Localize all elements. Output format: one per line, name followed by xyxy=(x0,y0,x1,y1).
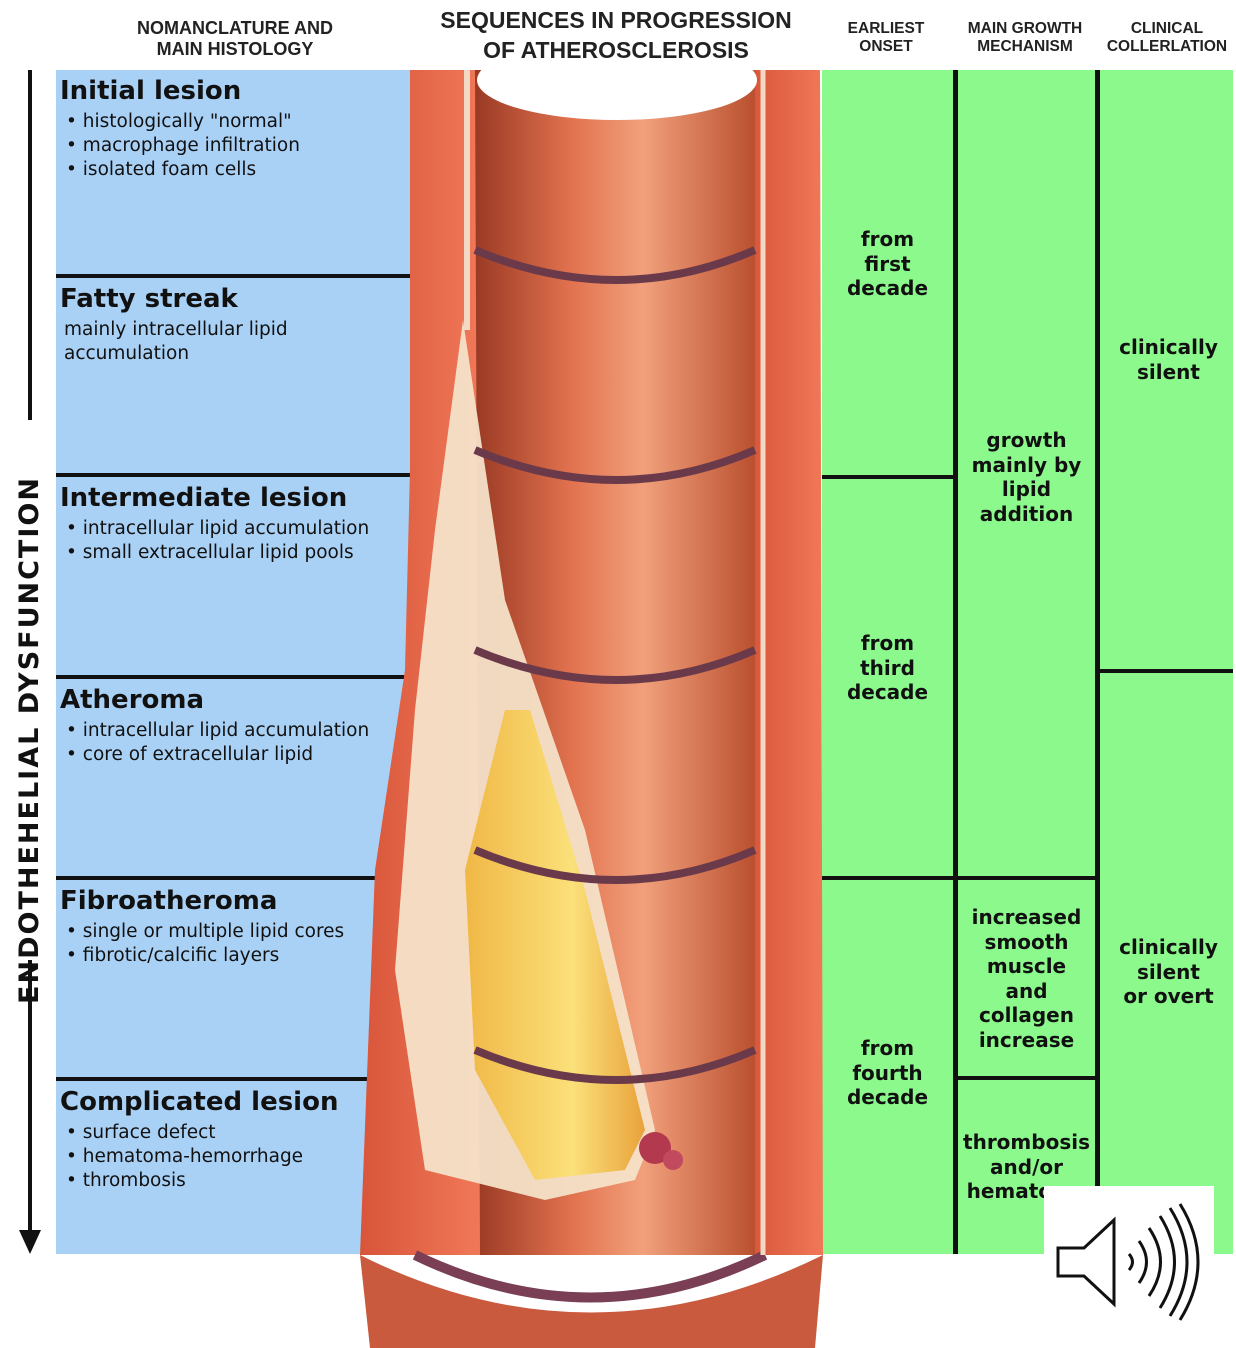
onset-divider xyxy=(822,876,953,880)
list-item: • core of extracellular lipid xyxy=(66,743,369,767)
header-growth-line2: MECHANISM xyxy=(955,38,1095,56)
clinical-column xyxy=(1100,70,1233,1254)
stage-items: • single or multiple lipid cores • fibro… xyxy=(66,920,344,968)
header-earliest-onset: EARLIEST ONSET xyxy=(822,20,950,56)
header-nomenclature-line2: MAIN HISTOLOGY xyxy=(100,39,370,60)
clinical-divider xyxy=(1100,669,1233,673)
list-item: • macrophage infiltration xyxy=(66,134,300,158)
stage-items: • intracellular lipid accumulation • cor… xyxy=(66,719,369,767)
artery-illustration xyxy=(355,70,825,1348)
header-nomenclature: NOMANCLATURE AND MAIN HISTOLOGY xyxy=(100,18,370,59)
arrow-down-icon xyxy=(19,1230,41,1254)
stage-items: • surface defect • hematoma-hemorrhage •… xyxy=(66,1121,303,1193)
thrombus-mark xyxy=(663,1150,683,1170)
list-item: • intracellular lipid accumulation xyxy=(66,517,369,541)
growth-divider xyxy=(958,876,1095,880)
list-item: • single or multiple lipid cores xyxy=(66,920,344,944)
section-ring xyxy=(415,1255,765,1298)
stage-text: mainly intracellular lipid accumulation xyxy=(64,318,334,366)
list-item: • small extracellular lipid pools xyxy=(66,541,369,565)
header-clinical-line1: CLINICAL xyxy=(1098,20,1236,38)
header-growth-mechanism: MAIN GROWTH MECHANISM xyxy=(955,20,1095,56)
header-clinical-line2: COLLERLATION xyxy=(1098,38,1236,56)
header-onset-line1: EARLIEST xyxy=(822,20,950,38)
growth-divider xyxy=(958,1076,1095,1080)
header-onset-line2: ONSET xyxy=(822,38,950,56)
header-sequences-line1: SEQUENCES IN PROGRESSION xyxy=(410,6,822,36)
list-item: • fibrotic/calcific layers xyxy=(66,944,344,968)
side-label-text: ENDOTHEHELIAL DYSFUNCTION xyxy=(14,290,46,1190)
audio-button[interactable] xyxy=(1044,1186,1214,1336)
header-clinical-correlation: CLINICAL COLLERLATION xyxy=(1098,20,1236,56)
stage-title: Intermediate lesion xyxy=(60,483,347,513)
header-sequences-line2: OF ATHEROSCLEROSIS xyxy=(410,36,822,66)
list-item: • surface defect xyxy=(66,1121,303,1145)
header-nomenclature-line1: NOMANCLATURE AND xyxy=(100,18,370,39)
list-item: • intracellular lipid accumulation xyxy=(66,719,369,743)
stage-items: • histologically "normal" • macrophage i… xyxy=(66,110,300,182)
stage-title: Fibroatheroma xyxy=(60,886,277,916)
stage-title: Initial lesion xyxy=(60,76,241,106)
header-sequences: SEQUENCES IN PROGRESSION OF ATHEROSCLERO… xyxy=(410,6,822,66)
side-label: ENDOTHEHELIAL DYSFUNCTION xyxy=(14,290,46,1190)
stage-title: Atheroma xyxy=(60,685,204,715)
column-divider xyxy=(1095,70,1100,1254)
list-item: • histologically "normal" xyxy=(66,110,300,134)
list-item: • isolated foam cells xyxy=(66,158,300,182)
speaker-icon xyxy=(1044,1186,1214,1336)
stage-title: Fatty streak xyxy=(60,284,238,314)
stage-items: • intracellular lipid accumulation • sma… xyxy=(66,517,369,565)
onset-divider xyxy=(822,475,953,479)
header-growth-line1: MAIN GROWTH xyxy=(955,20,1095,38)
list-item: • hematoma-hemorrhage xyxy=(66,1145,303,1169)
stage-title: Complicated lesion xyxy=(60,1087,338,1117)
list-item: • thrombosis xyxy=(66,1169,303,1193)
